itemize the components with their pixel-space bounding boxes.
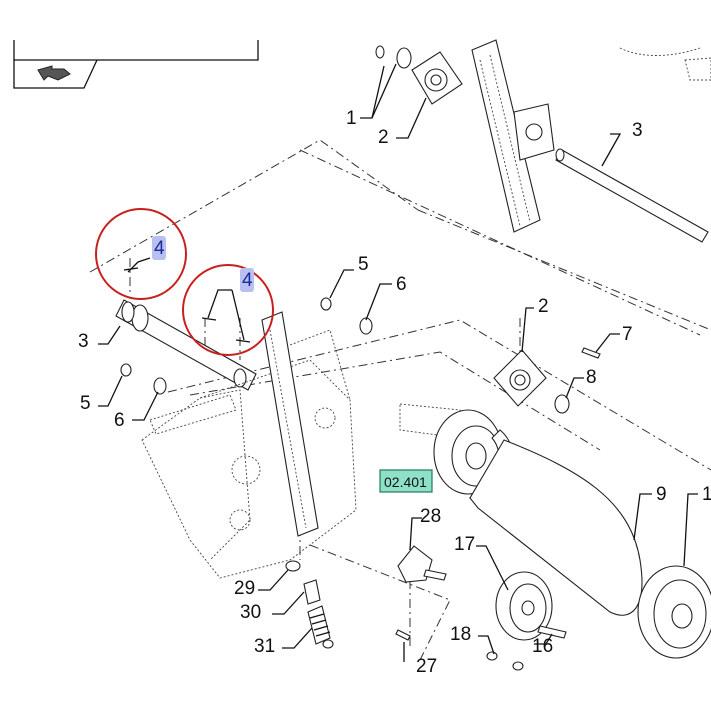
callout-3[interactable]: 3 (632, 120, 643, 141)
reference-tag-label[interactable]: 02.401 (384, 474, 427, 490)
callout-6[interactable]: 6 (396, 274, 407, 295)
callout-6[interactable]: 6 (114, 410, 125, 431)
reference-tag[interactable]: 02.401 (379, 469, 433, 493)
callout-8[interactable]: 8 (586, 367, 597, 388)
callout-1[interactable]: 1 (702, 484, 711, 505)
callout-18[interactable]: 18 (450, 624, 471, 645)
callout-2[interactable]: 2 (538, 296, 549, 317)
upper-frame-rail (471, 39, 555, 233)
callout-27[interactable]: 27 (416, 656, 437, 677)
shaft-top (555, 148, 709, 243)
tensioner-bracket (397, 545, 447, 583)
lower-frame-rail (261, 311, 319, 537)
spring-assembly (285, 560, 334, 649)
callout-31[interactable]: 31 (254, 636, 275, 657)
bearing-flange-top (411, 51, 463, 105)
navigation-box[interactable] (13, 40, 259, 89)
back-arrow-icon[interactable] (37, 65, 71, 81)
seal-ring-middle (554, 394, 570, 414)
callout-highlight-bg (152, 236, 166, 260)
callout-3[interactable]: 3 (78, 331, 89, 352)
callout-1[interactable]: 1 (346, 108, 357, 129)
callout-labels: 1 2 3 4 4 5 6 2 7 8 3 5 6 9 1 28 17 29 3… (78, 108, 711, 677)
callout-16[interactable]: 16 (532, 636, 553, 657)
bearing-flange-middle (493, 349, 547, 407)
seal-ring-top (375, 45, 412, 69)
shaft-left (115, 299, 257, 391)
callout-2[interactable]: 2 (378, 127, 389, 148)
callout-leaders (98, 63, 698, 662)
callout-17[interactable]: 17 (454, 534, 475, 555)
drive-belt (469, 439, 643, 616)
callout-5[interactable]: 5 (358, 254, 369, 275)
red-highlight-markers (95, 208, 274, 356)
callout-28[interactable]: 28 (420, 506, 441, 527)
callout-9[interactable]: 9 (656, 484, 667, 505)
callout-highlight-bg (240, 268, 254, 292)
top-right-component (619, 47, 711, 81)
callout-4[interactable]: 4 (154, 238, 165, 259)
bolt-7 (581, 347, 601, 359)
idler-pulley (495, 571, 567, 641)
large-pulley-right (637, 565, 711, 659)
callout-4[interactable]: 4 (242, 270, 253, 291)
highlight-circle-left (95, 208, 187, 300)
callout-5[interactable]: 5 (80, 393, 91, 414)
highlight-circle-right (182, 264, 274, 356)
callout-29[interactable]: 29 (234, 578, 255, 599)
washers-nuts (120, 297, 373, 395)
gearbox-housing (141, 329, 357, 579)
callout-30[interactable]: 30 (240, 602, 261, 623)
callout-7[interactable]: 7 (622, 324, 633, 345)
small-bolts (395, 629, 524, 671)
